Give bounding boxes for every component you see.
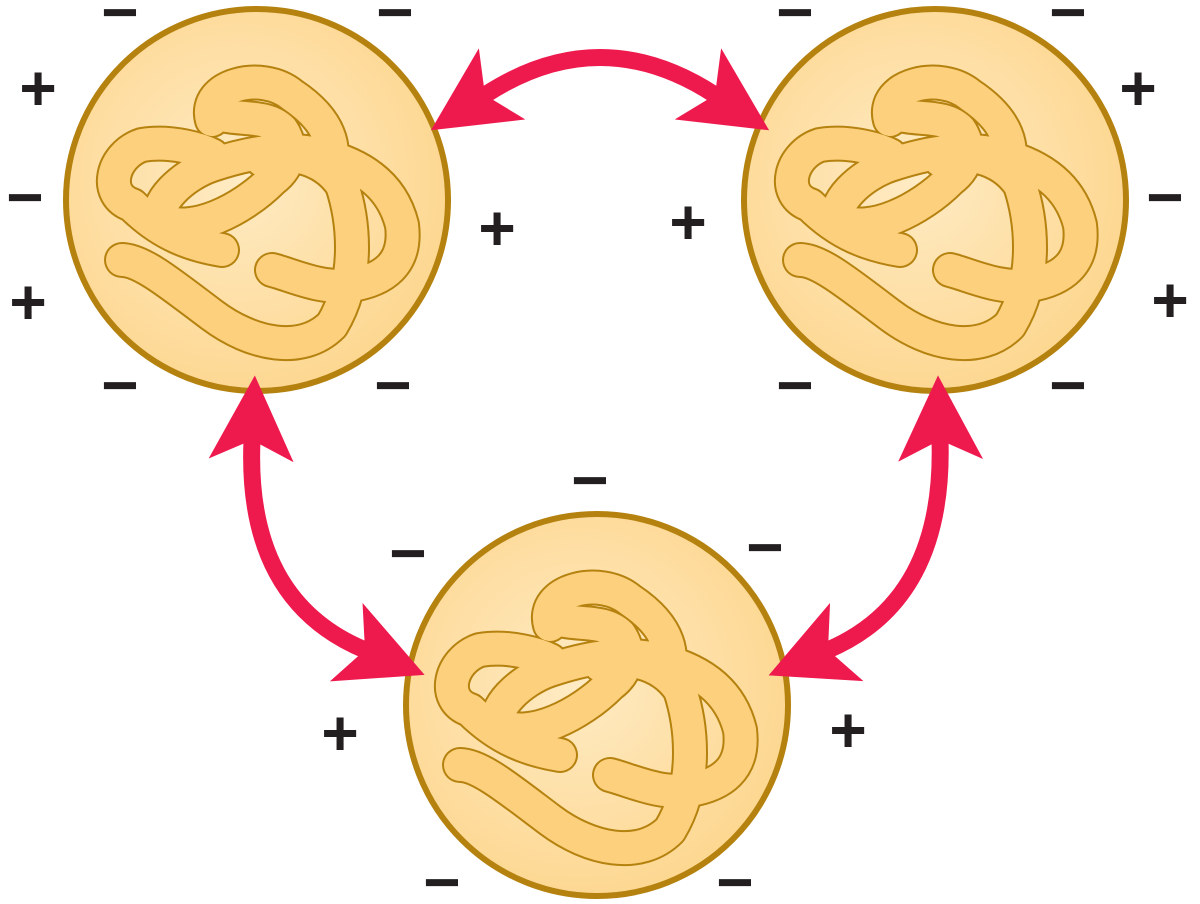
charge-sign: + [321,697,359,769]
charge-sign: − [376,0,414,48]
arrow-top [430,48,770,131]
charge-sign: − [374,349,412,421]
charge-sign: + [829,694,867,766]
charge-sign: − [746,511,784,583]
arrow-left [208,375,425,682]
charge-sign: − [776,0,814,48]
charge-sign: − [101,0,139,48]
charge-sign: + [9,266,47,338]
charge-sign: − [1146,161,1184,233]
charge-sign: − [6,161,44,233]
charge-sign: + [1119,52,1157,124]
charge-sign: − [1049,349,1087,421]
charge-sign: − [571,444,609,516]
charge-sign: + [478,192,516,264]
charge-sign: + [669,186,707,258]
protein-bottom [403,511,791,899]
charge-sign: − [716,846,754,904]
charge-sign: + [1151,264,1189,336]
charge-sign: − [776,349,814,421]
charge-sign: − [1049,0,1087,48]
arrow-right [768,375,984,682]
protein-top-left [63,6,451,394]
protein-top-right [741,6,1129,394]
charge-sign: − [423,846,461,904]
charge-sign: − [389,517,427,589]
charge-sign: − [101,349,139,421]
charge-sign: + [19,52,57,124]
